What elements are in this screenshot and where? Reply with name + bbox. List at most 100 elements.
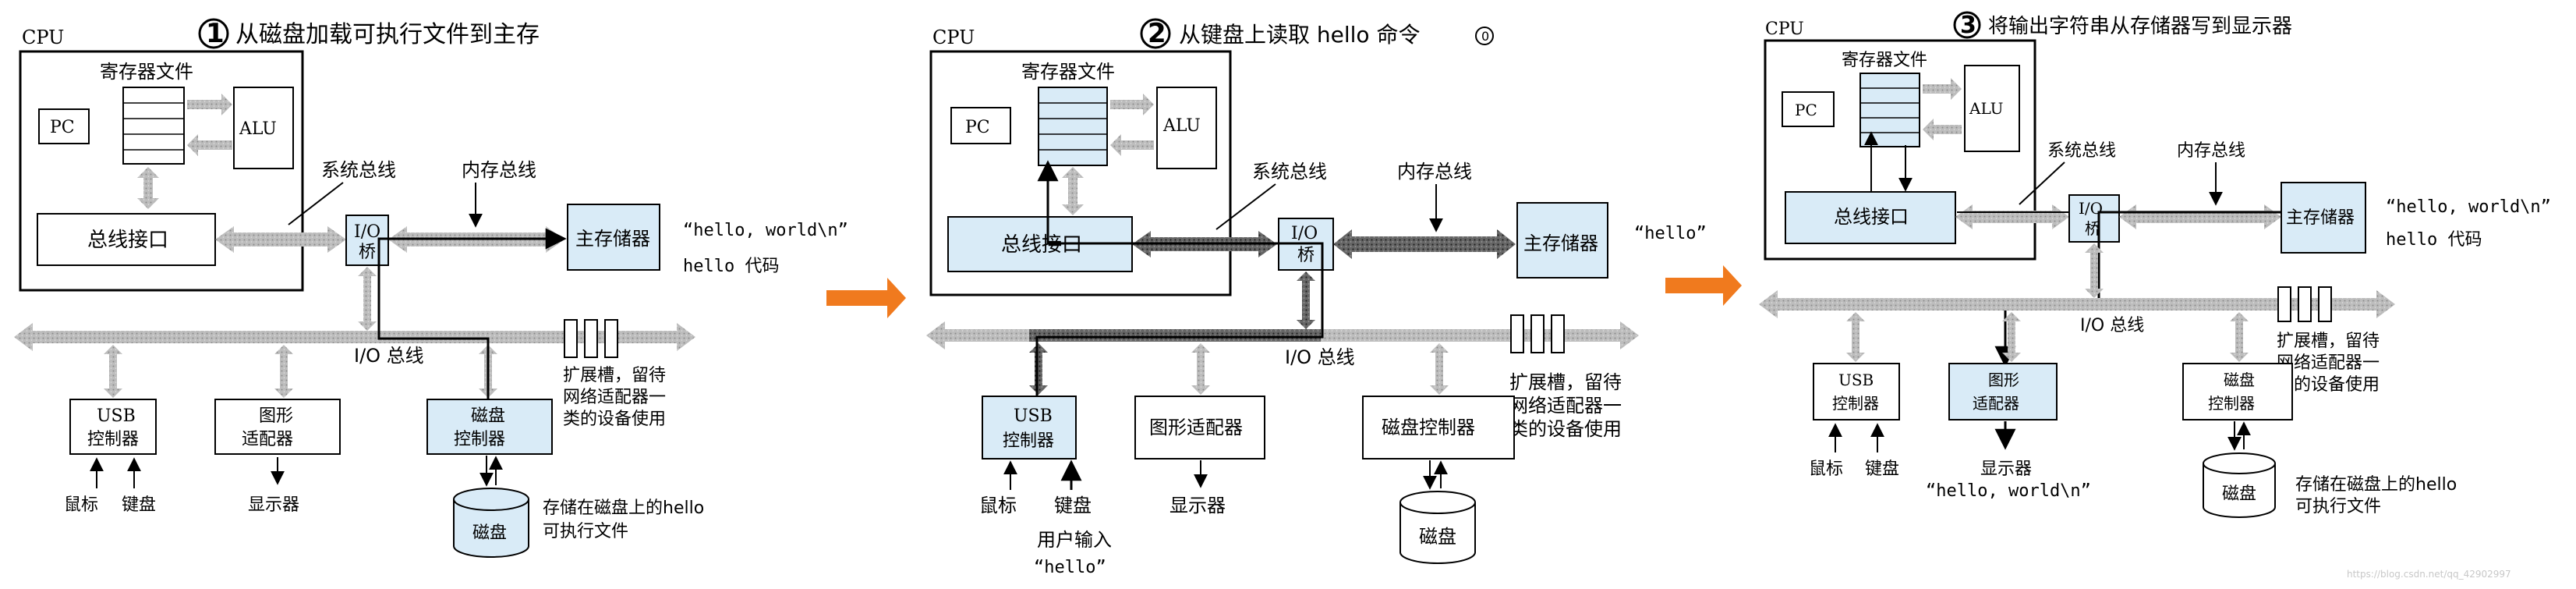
bus-interface	[37, 213, 216, 266]
expansion-note-3: 类的设备使用	[1509, 418, 1622, 440]
disk-icon	[2203, 452, 2276, 518]
io-bridge-label-2: 桥	[359, 243, 376, 262]
mouse-label: 鼠标	[64, 495, 98, 515]
watermark: https://blog.csdn.net/qq_42902997	[2347, 569, 2511, 580]
pc-label: PC	[50, 118, 75, 137]
bus-interface	[1785, 191, 1956, 244]
register-file-label: 寄存器文件	[1842, 51, 1927, 70]
io-bus-dark-segment	[1029, 329, 1321, 342]
graphics-label-2: 适配器	[242, 430, 293, 449]
usb-controller	[982, 396, 1077, 459]
graphics-adapter	[214, 399, 341, 455]
register-file-label: 寄存器文件	[1021, 61, 1115, 83]
register-file	[122, 87, 185, 165]
graphics-label: 图形	[259, 406, 293, 426]
io-bus-label: I/O 总线	[2080, 316, 2144, 335]
disk-ctrl-label: 磁盘	[471, 406, 505, 426]
iobus-disk-arrow	[1430, 343, 1449, 395]
graphics-label: 图形适配器	[1149, 417, 1243, 438]
disk-note-1: 存储在磁盘上的hello	[543, 499, 704, 518]
disk-note-2: 可执行文件	[543, 522, 628, 541]
panel-3: 3 将输出字符串从存储器写到显示器 CPU 寄存器文件 PC ALU 总线接口 …	[1759, 11, 2551, 518]
system-bus-label: 系统总线	[321, 159, 396, 181]
main-memory	[1516, 202, 1608, 279]
main-memory-label: 主存储器	[575, 228, 650, 250]
disk-ctrl-label-2: 控制器	[454, 430, 505, 449]
disk-icon	[1399, 491, 1476, 564]
io-bridge-label-2: 桥	[2085, 219, 2100, 238]
bridge-iobus-arrow	[2085, 243, 2104, 298]
user-input-1: 用户输入	[1037, 529, 1112, 551]
expansion-slots	[564, 319, 618, 358]
alu	[233, 87, 294, 169]
register-file	[1859, 73, 1920, 147]
cpu-label: CPU	[22, 27, 64, 48]
io-bridge-label: I/O	[1291, 224, 1318, 243]
main-memory-label: 主存储器	[1523, 232, 1598, 254]
pc-register	[38, 108, 90, 144]
pc-register	[950, 107, 1011, 144]
memory-bus-label: 内存总线	[1397, 161, 1472, 183]
mouse-label: 鼠标	[979, 495, 1017, 516]
reg-busif-arrow	[1062, 167, 1084, 215]
memory-bus	[2119, 204, 2281, 229]
arrow-right-icon	[1665, 265, 1742, 306]
iobus-disk-arrow	[2230, 312, 2249, 362]
pc-label: PC	[965, 118, 990, 137]
expansion-note-1: 扩展槽，留待	[1509, 371, 1622, 393]
register-file-label: 寄存器文件	[100, 61, 193, 83]
usb-label-2: 控制器	[87, 430, 139, 449]
display-label: 显示器	[248, 495, 299, 515]
graphics-label: 图形	[1988, 371, 2019, 389]
disk-controller	[426, 399, 553, 455]
iobus-usb-arrow	[1029, 343, 1048, 395]
graphics-adapter	[1134, 396, 1265, 459]
data-path-line	[377, 228, 567, 401]
cpu-label: CPU	[1765, 20, 1804, 39]
expansion-slots	[1510, 314, 1565, 353]
io-bus	[1759, 290, 2395, 318]
mouse-label: 鼠标	[1809, 459, 1843, 479]
disk-controller	[2182, 363, 2293, 420]
disk-label: 磁盘	[2222, 484, 2256, 504]
register-file	[1038, 87, 1108, 166]
expansion-note-2: 网络适配器一	[563, 388, 666, 407]
step-3-circle-icon	[1953, 11, 1981, 39]
panel-2: 2 从键盘上读取 hello 命令 0 CPU 寄存器文件 PC ALU 总线接…	[926, 18, 1707, 577]
display-output: “hello, world\n”	[1926, 481, 2091, 501]
io-bridge-label-2: 桥	[1297, 246, 1315, 265]
bus-interface-label: 总线接口	[1834, 206, 1909, 228]
cpu-chip	[929, 50, 1232, 296]
display-label: 显示器	[1169, 495, 1226, 516]
usb-controller	[1813, 363, 1900, 420]
alu-label: ALU	[1969, 99, 2004, 118]
memory-content: “hello”	[1634, 224, 1707, 243]
system-bus	[1955, 204, 2069, 229]
usb-controller	[69, 399, 157, 455]
user-input-2: “hello”	[1034, 558, 1106, 577]
disk-ctrl-label: 磁盘	[2224, 371, 2255, 389]
expansion-note-1: 扩展槽，留待	[2277, 332, 2380, 351]
iobus-graphics-arrow	[2002, 312, 2021, 362]
step-1-circle-label: 1	[206, 18, 225, 49]
memory-bus-label: 内存总线	[2177, 141, 2245, 161]
io-bus-label: I/O 总线	[354, 345, 424, 367]
iobus-usb-arrow	[1846, 312, 1865, 362]
memory-content-1: “hello, world\n”	[2386, 197, 2551, 217]
io-bus	[14, 323, 695, 351]
io-bridge	[345, 215, 389, 266]
memory-bus-label: 内存总线	[462, 159, 536, 181]
disk-controller	[1362, 396, 1515, 459]
panel-1-title: 从磁盘加载可执行文件到主存	[235, 21, 540, 48]
iobus-usb-arrow	[104, 345, 122, 398]
disk-label: 磁盘	[472, 523, 507, 543]
io-bridge-label: I/O	[354, 222, 380, 242]
iobus-graphics-arrow	[274, 345, 293, 398]
usb-label-2: 控制器	[1832, 394, 1879, 413]
usb-label: USB	[1838, 371, 1874, 389]
memory-content-2: hello 代码	[2386, 230, 2482, 250]
cpu-label: CPU	[932, 27, 975, 48]
disk-icon	[453, 488, 529, 558]
keyboard-label: 键盘	[1054, 495, 1092, 516]
